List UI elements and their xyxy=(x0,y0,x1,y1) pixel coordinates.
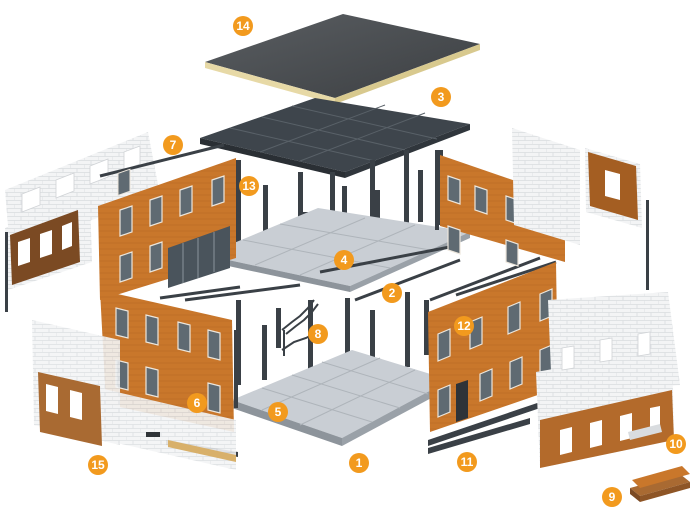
callout-circle xyxy=(239,176,259,196)
callout-number: 8 xyxy=(315,327,322,341)
callout-number: 5 xyxy=(275,405,282,419)
left-lower-insulation xyxy=(32,320,236,470)
timber-stack xyxy=(630,466,690,502)
callout-number: 2 xyxy=(389,286,396,300)
callout-number: 7 xyxy=(170,138,177,152)
upper-floor-slab xyxy=(205,208,470,292)
callout-badge-8: 8 xyxy=(308,324,328,344)
callout-circle xyxy=(163,135,183,155)
left-upper-facade xyxy=(98,158,236,300)
callout-number: 1 xyxy=(356,456,363,470)
callout-badge-3: 3 xyxy=(431,87,451,107)
callout-number: 15 xyxy=(91,458,105,472)
callout-number: 12 xyxy=(457,319,471,333)
callout-circle xyxy=(457,452,477,472)
callout-badge-1: 1 xyxy=(349,453,369,473)
callout-badge-15: 15 xyxy=(88,455,108,475)
callout-badge-10: 10 xyxy=(666,434,686,454)
callout-badge-12: 12 xyxy=(454,316,474,336)
callout-circle xyxy=(308,324,328,344)
callout-circle xyxy=(382,283,402,303)
callout-badge-2: 2 xyxy=(382,283,402,303)
roof-membrane xyxy=(205,14,480,104)
callout-circle xyxy=(187,393,207,413)
callout-number: 14 xyxy=(236,19,250,33)
callout-badge-7: 7 xyxy=(163,135,183,155)
callout-circle xyxy=(268,402,288,422)
callout-number: 9 xyxy=(609,490,616,504)
callout-number: 10 xyxy=(669,437,683,451)
right-lower-insulation xyxy=(536,292,680,468)
callout-circle xyxy=(602,487,622,507)
callout-circle xyxy=(88,455,108,475)
callout-badge-5: 5 xyxy=(268,402,288,422)
callout-badge-13: 13 xyxy=(239,176,259,196)
callout-number: 11 xyxy=(461,455,474,469)
callout-badge-9: 9 xyxy=(602,487,622,507)
callout-circle xyxy=(431,87,451,107)
callout-circle xyxy=(233,16,253,36)
callout-circle xyxy=(349,453,369,473)
callout-badge-4: 4 xyxy=(334,250,354,270)
callout-number: 13 xyxy=(242,179,256,193)
callout-circle xyxy=(454,316,474,336)
callout-badge-6: 6 xyxy=(187,393,207,413)
callout-number: 4 xyxy=(341,253,348,267)
callout-number: 6 xyxy=(194,396,201,410)
right-upper-insulation xyxy=(455,128,649,297)
callout-badge-14: 14 xyxy=(233,16,253,36)
callout-badge-11: 11 xyxy=(457,452,477,472)
callout-number: 3 xyxy=(438,90,445,104)
left-insulation-panel xyxy=(5,132,225,312)
callout-circle xyxy=(666,434,686,454)
callout-circle xyxy=(334,250,354,270)
